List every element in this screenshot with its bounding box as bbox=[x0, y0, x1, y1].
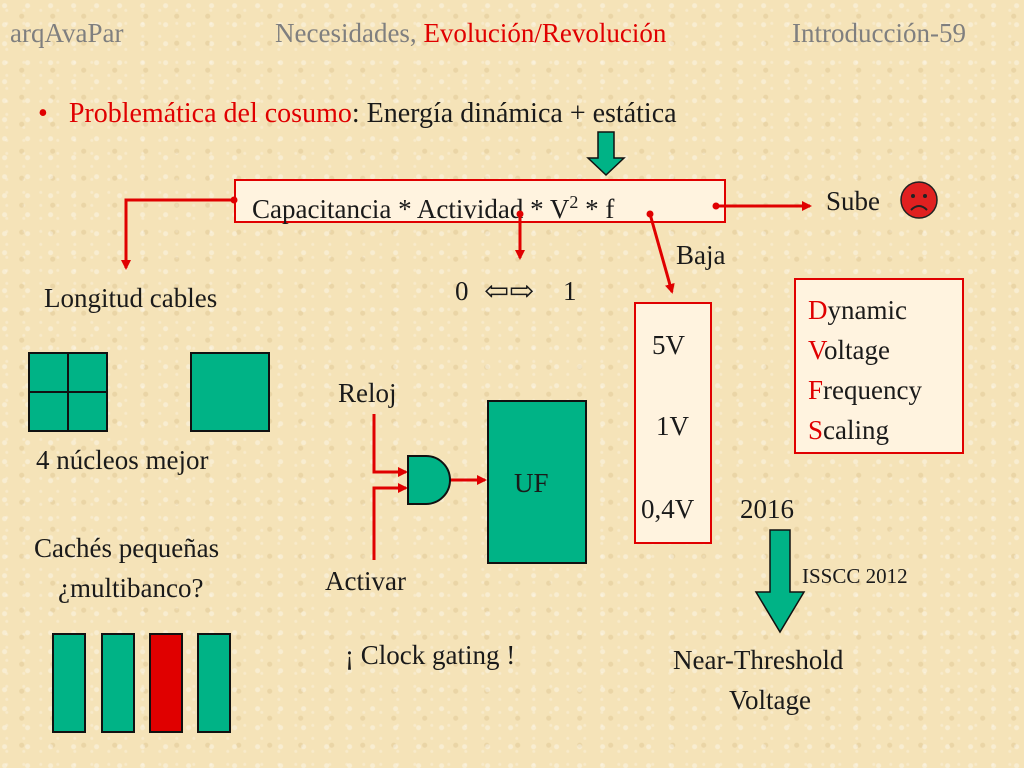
header-center: Necesidades, Evolución/Revolución bbox=[275, 18, 666, 49]
ntv-line1: Near-Threshold bbox=[673, 645, 844, 675]
dvfs-line-scaling: Scaling bbox=[808, 415, 890, 445]
year-label: 2016 bbox=[740, 494, 794, 524]
nucleos-label: 4 núcleos mejor bbox=[36, 445, 209, 475]
formula-text-before: Capacitancia * Actividad * V bbox=[252, 194, 570, 224]
header-center-prefix: Necesidades, bbox=[275, 18, 424, 48]
formula-box: Capacitancia * Actividad * V2 * f bbox=[234, 179, 726, 224]
reloj-label: Reloj bbox=[338, 378, 397, 408]
cache-bank bbox=[101, 633, 135, 733]
voltage-1v: 1V bbox=[656, 411, 689, 441]
clock-gating-wires bbox=[372, 414, 487, 560]
header-left: arqAvaPar bbox=[10, 18, 124, 48]
connector-voltage bbox=[646, 210, 675, 294]
formula-text-after: * f bbox=[578, 194, 615, 224]
functional-unit-block bbox=[487, 400, 587, 564]
voltage-box bbox=[634, 302, 712, 544]
dvfs-line-dynamic: Dynamic bbox=[808, 295, 907, 325]
dvfs-box: Dynamic Voltage Frequency Scaling bbox=[794, 278, 964, 454]
caches-line2: ¿multibanco? bbox=[58, 573, 204, 603]
bullet-rest: : Energía dinámica + estática bbox=[351, 98, 677, 129]
header-right: Introducción-59 bbox=[792, 18, 966, 48]
sube-label: Sube bbox=[826, 186, 880, 216]
bullet-line: • Problemática del cosumo: Energía dinám… bbox=[38, 98, 677, 130]
caches-line1: Cachés pequeñas bbox=[34, 533, 220, 563]
cache-bank-active bbox=[149, 633, 183, 733]
voltage-5v: 5V bbox=[652, 330, 685, 360]
longitud-label: Longitud cables bbox=[44, 283, 218, 313]
green-down-arrow-icon bbox=[586, 131, 626, 177]
bullet-prefix: Problemática del cosumo bbox=[68, 98, 352, 129]
activar-label: Activar bbox=[325, 566, 406, 596]
dvfs-line-frequency: Frequency bbox=[808, 375, 922, 405]
baja-label: Baja bbox=[676, 240, 726, 270]
voltage-04v: 0,4V bbox=[641, 494, 695, 524]
and-gate-icon bbox=[407, 455, 451, 505]
green-down-arrow-ntv-icon bbox=[754, 529, 806, 634]
sad-face-icon bbox=[899, 180, 939, 220]
formula-exponent: 2 bbox=[569, 192, 579, 212]
toggle-zero: 0 bbox=[455, 276, 469, 306]
header-center-highlight: Evolución/Revolución bbox=[423, 18, 667, 48]
connector-actividad bbox=[515, 210, 525, 260]
connector-longitud bbox=[121, 196, 238, 270]
uf-label: UF bbox=[514, 468, 549, 498]
cache-bank bbox=[197, 633, 231, 733]
dvfs-line-voltage: Voltage bbox=[808, 335, 891, 365]
four-core-block bbox=[28, 352, 108, 432]
toggle-one: 1 bbox=[563, 276, 577, 306]
cache-bank bbox=[52, 633, 86, 733]
bullet-symbol: • bbox=[38, 98, 48, 129]
ntv-line2: Voltage bbox=[729, 685, 811, 715]
single-core-block bbox=[190, 352, 270, 432]
clock-gating-label: ¡ Clock gating ! bbox=[345, 640, 516, 670]
toggle-arrows-icon: ⇦⇨ bbox=[484, 275, 535, 308]
isscc-label: ISSCC 2012 bbox=[802, 564, 908, 588]
connector-sube bbox=[712, 201, 812, 211]
